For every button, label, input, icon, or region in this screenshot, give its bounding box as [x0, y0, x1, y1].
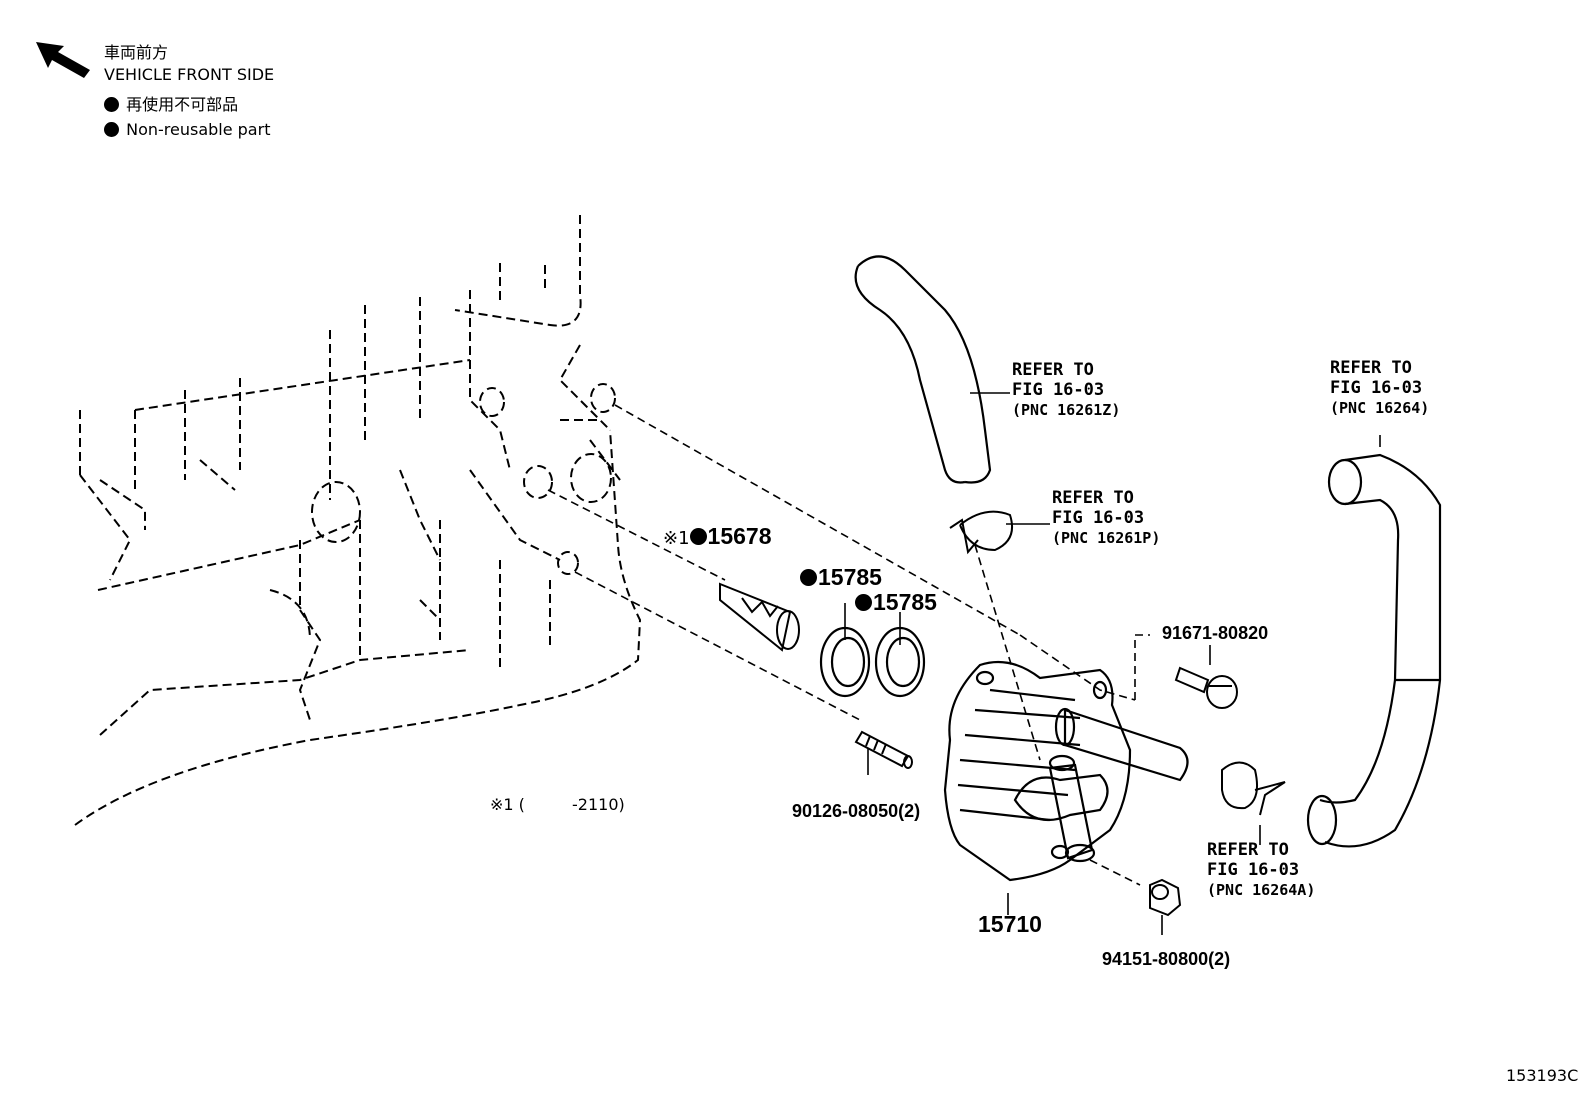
part-15678[interactable]: ※1 15678 [663, 525, 772, 548]
hose-16261z [854, 255, 992, 484]
part-15785-a[interactable]: 15785 [800, 566, 882, 589]
refer-16261p[interactable]: REFER TO FIG 16-03 (PNC 16261P) [1052, 490, 1160, 546]
o-rings-15785 [819, 626, 926, 698]
part-15710[interactable]: 15710 [978, 911, 1042, 937]
figure-id: 153193C [1506, 1066, 1579, 1085]
strainer-15678 [719, 582, 800, 652]
legend-nonreusable-jp-text: 再使用不可部品 [126, 95, 239, 114]
footnote-marker: ※1 ( [490, 795, 525, 814]
part-number: 15678 [707, 523, 772, 549]
vehicle-front-arrow-icon [36, 42, 90, 78]
footnote-range: -2110) [572, 795, 625, 814]
nonreusable-dot-icon [689, 528, 707, 545]
refer-16264a[interactable]: REFER TO FIG 16-03 (PNC 16264A) [1207, 842, 1315, 898]
clamp-16264a [1221, 761, 1286, 816]
refer-line1: REFER TO [1012, 360, 1094, 380]
refer-pnc: (PNC 16264) [1330, 399, 1430, 417]
part-15785-b[interactable]: 15785 [855, 591, 937, 614]
bolt-91671 [1174, 666, 1238, 709]
legend-nonreusable-en-text: Non-reusable part [126, 120, 271, 139]
engine-block [74, 215, 642, 826]
refer-line2: FIG 16-03 [1330, 378, 1423, 398]
refer-line1: REFER TO [1052, 488, 1134, 508]
legend-nonreusable-jp: 再使用不可部品 [104, 97, 238, 113]
nonreusable-dot-icon [855, 594, 872, 611]
part-number: 15785 [818, 564, 882, 590]
legend-front-en: VEHICLE FRONT SIDE [104, 65, 275, 84]
part-94151-80800[interactable]: 94151-80800(2) [1102, 949, 1231, 969]
legend-front-jp: 車両前方 [104, 43, 169, 62]
assembly-leader-lines [547, 404, 1150, 886]
refer-pnc: (PNC 16261P) [1052, 529, 1161, 547]
nonreusable-dot-icon [104, 122, 119, 137]
oil-cooler-15710 [943, 660, 1189, 882]
refer-line1: REFER TO [1330, 358, 1412, 378]
hose-16264 [1306, 453, 1442, 848]
clamp-16261p [949, 510, 1014, 555]
refer-line2: FIG 16-03 [1012, 380, 1105, 400]
refer-line1: REFER TO [1207, 840, 1289, 860]
nonreusable-dot-icon [800, 569, 817, 586]
refer-pnc: (PNC 16261Z) [1012, 401, 1121, 419]
nonreusable-dot-icon [104, 97, 119, 112]
refer-pnc: (PNC 16264A) [1207, 881, 1316, 899]
refer-16264[interactable]: REFER TO FIG 16-03 (PNC 16264) [1330, 360, 1429, 416]
legend-nonreusable-en: Non-reusable part [104, 122, 270, 138]
part-91671-80820[interactable]: 91671-80820 [1162, 623, 1269, 643]
footnote-mark: ※1 [663, 528, 690, 549]
refer-16261z[interactable]: REFER TO FIG 16-03 (PNC 16261Z) [1012, 362, 1120, 418]
refer-line2: FIG 16-03 [1052, 508, 1145, 528]
nut-94151 [1149, 878, 1182, 917]
refer-line2: FIG 16-03 [1207, 860, 1300, 880]
part-number: 15785 [873, 589, 937, 615]
stud-90126 [854, 730, 913, 769]
part-90126-08050[interactable]: 90126-08050(2) [792, 801, 921, 821]
